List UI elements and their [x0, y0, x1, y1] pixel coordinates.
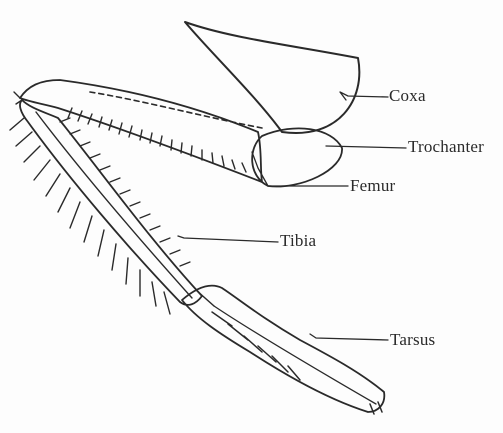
femur-dashed-line — [90, 92, 262, 128]
femur-outline — [20, 80, 262, 182]
trochanter-outline — [252, 128, 342, 186]
tarsus-label: Tarsus — [390, 330, 435, 350]
tarsus-segment-lines — [196, 290, 300, 380]
femur-leader — [252, 152, 348, 186]
trochanter-label: Trochanter — [408, 137, 484, 157]
tarsus-leader — [310, 334, 388, 340]
coxa-outline — [185, 22, 359, 133]
trochanter-leader — [326, 146, 406, 148]
coxa-leader — [340, 92, 388, 100]
tarsus-inner-line — [214, 306, 376, 404]
tibia-outline — [20, 100, 202, 305]
tibia-label: Tibia — [280, 231, 316, 251]
femur-label: Femur — [350, 176, 395, 196]
tibia-upper-spines — [60, 118, 190, 266]
tibia-leader — [178, 236, 278, 242]
tibia-inner-line — [36, 112, 192, 298]
coxa-label: Coxa — [389, 86, 426, 106]
